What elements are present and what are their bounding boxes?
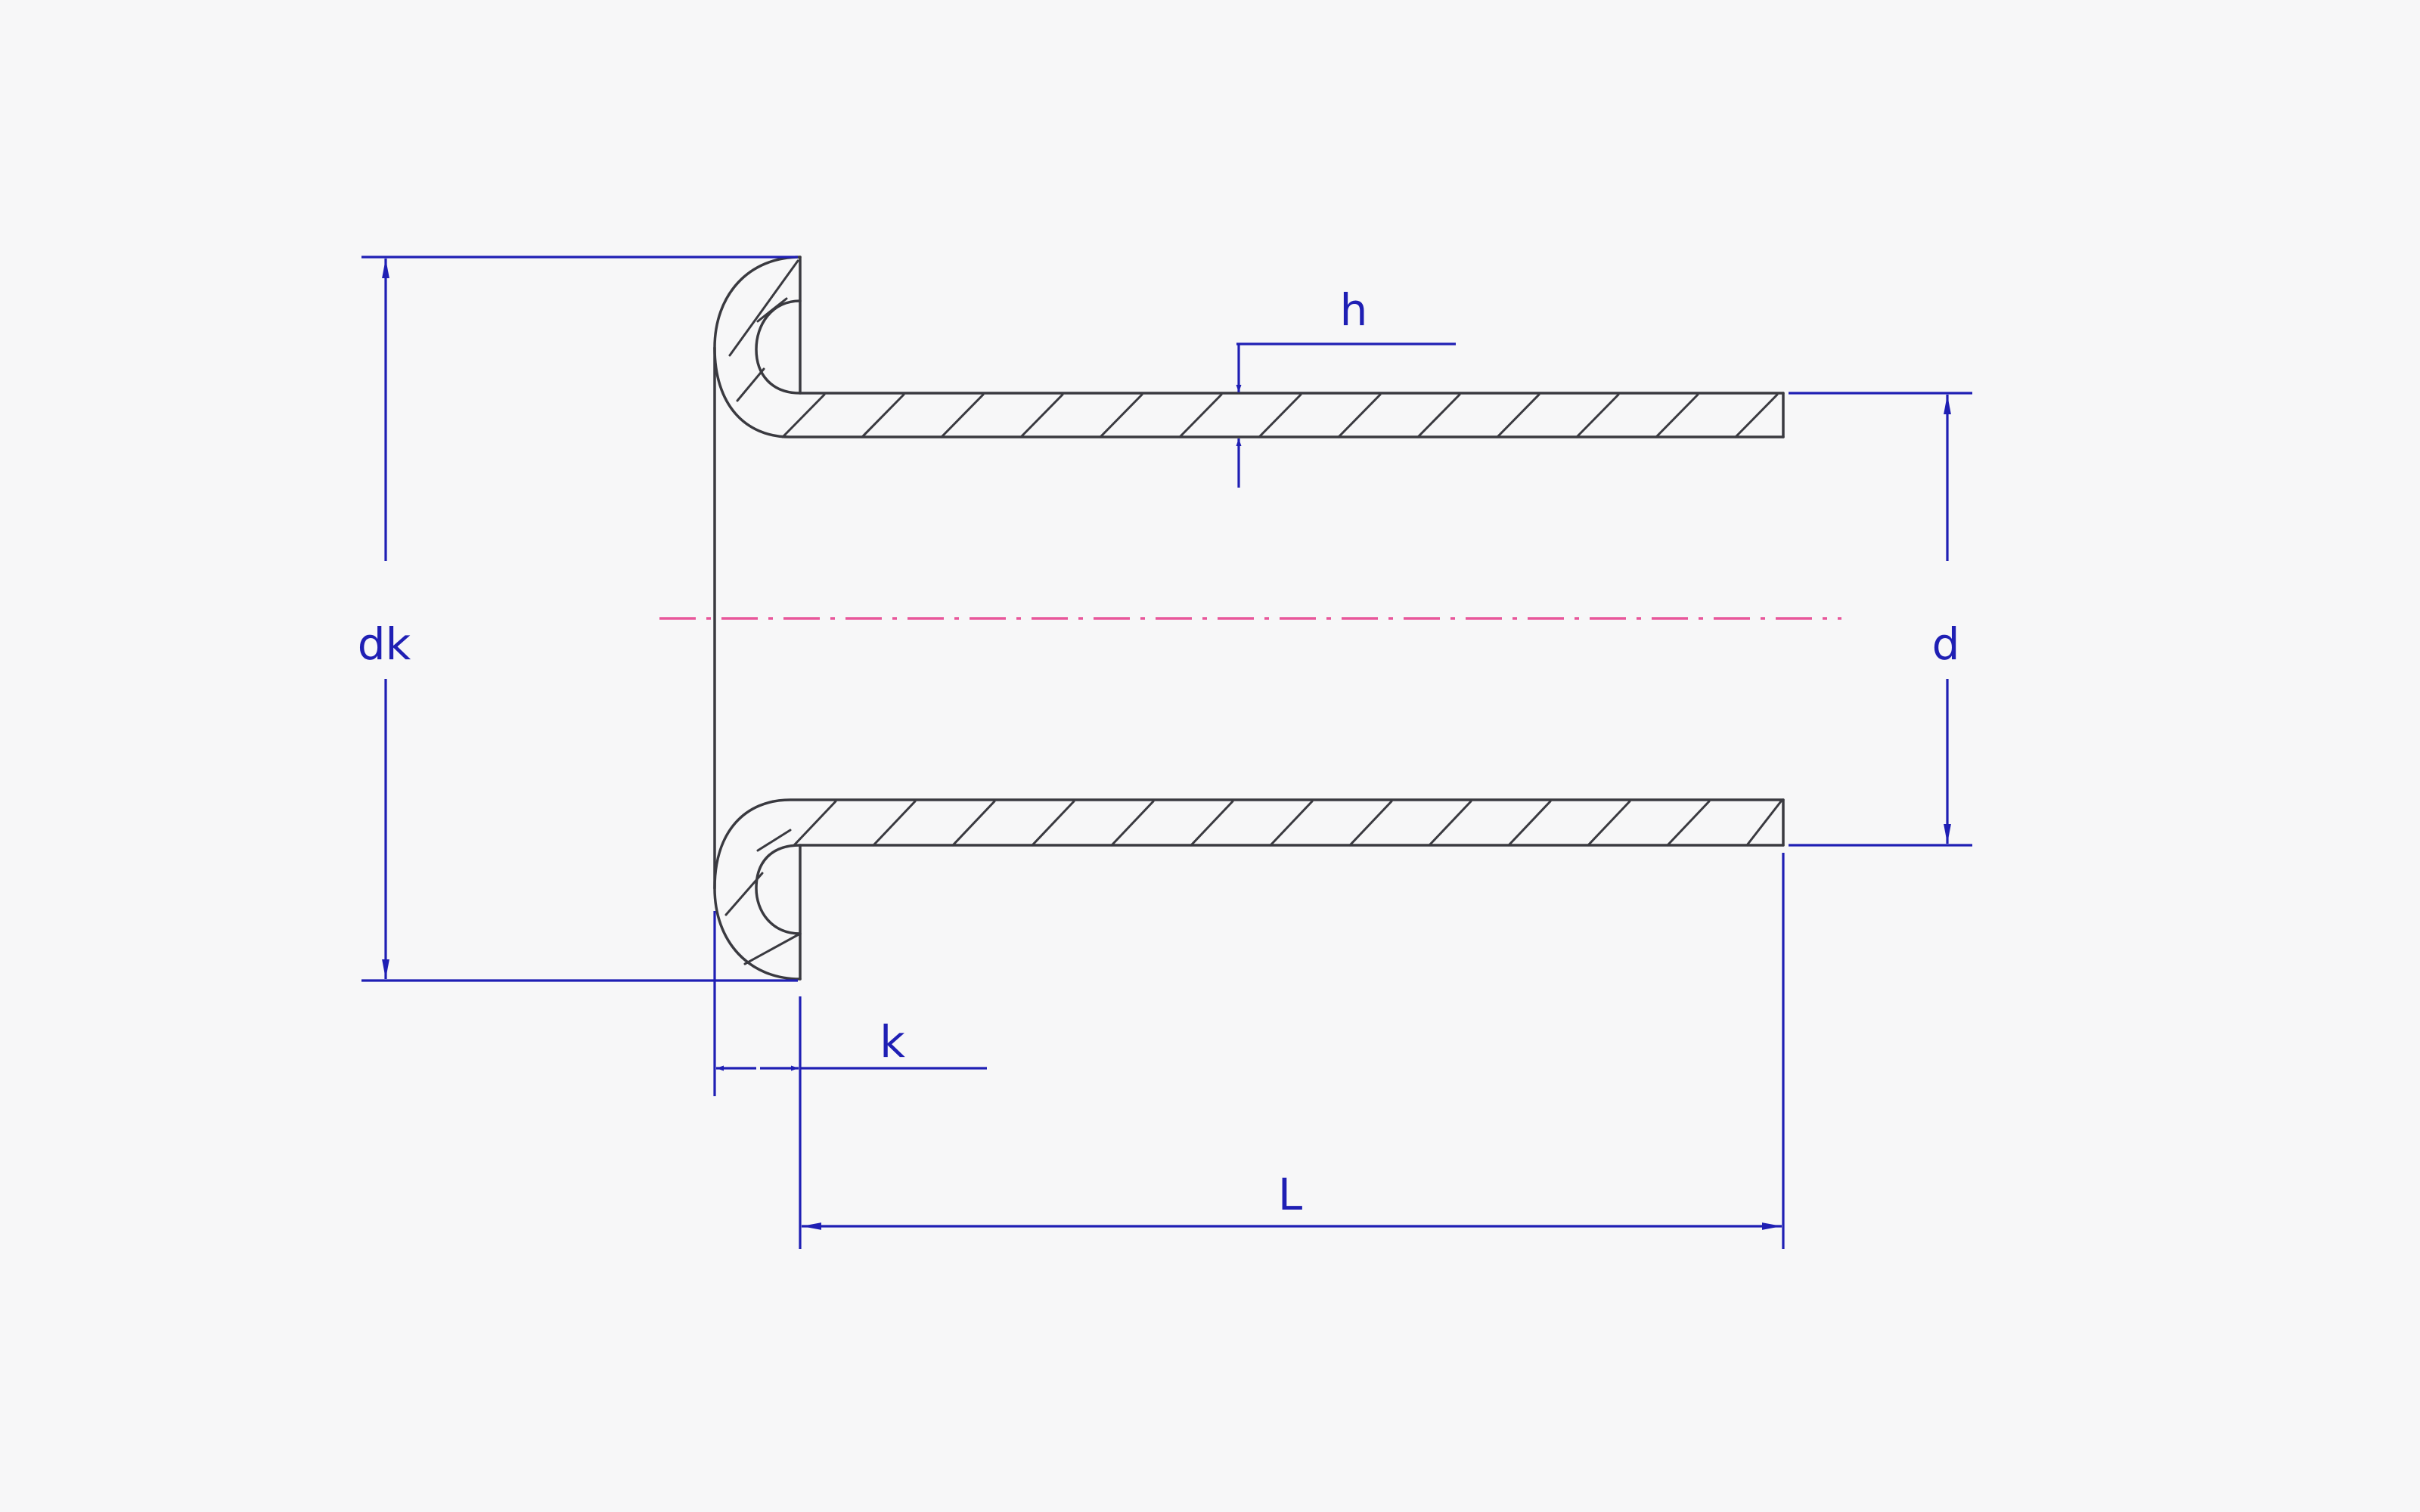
k-label: k xyxy=(880,1016,905,1067)
hatch-line-flange-top xyxy=(736,367,765,402)
hatch-line-bottom xyxy=(1587,800,1631,847)
dimension-d: d xyxy=(1789,392,1972,847)
d-label: d xyxy=(1932,618,1960,670)
hatch-line-top xyxy=(1496,393,1540,438)
hatch-line-top xyxy=(1337,393,1382,438)
top-flange-inner-curl xyxy=(755,299,1785,395)
hatch-line-flange-top xyxy=(728,259,799,357)
hatch-line-bottom xyxy=(1269,800,1314,847)
hatch-line-top xyxy=(1019,393,1064,438)
hatch-line-top xyxy=(781,393,826,438)
L-label: L xyxy=(1278,1169,1302,1220)
top-flange-outer-curl xyxy=(713,256,1785,438)
hatch-line-top xyxy=(1734,393,1779,438)
hatch-line-bottom xyxy=(1110,800,1155,847)
dimension-k: k xyxy=(713,911,987,1249)
hatch-line-bottom xyxy=(1507,800,1552,847)
hatch-line-top xyxy=(1178,393,1223,438)
hatch-line-top xyxy=(861,393,905,438)
dk-label: dk xyxy=(358,618,411,670)
hatch-line-bottom xyxy=(1666,800,1711,847)
hatch-line-bottom xyxy=(951,800,996,847)
hatch-line-bottom xyxy=(1745,800,1782,847)
bottom-flange-inner-curl xyxy=(755,844,1785,935)
hatch-line-flange-bottom xyxy=(724,872,764,916)
hatch-line-bottom xyxy=(1348,800,1393,847)
hatch-line-top xyxy=(1258,393,1302,438)
hatch-line-top xyxy=(1655,393,1699,438)
dimension-h: h xyxy=(1236,284,1456,488)
bottom-flange-outer-curl xyxy=(713,798,1785,981)
hatch-line-bottom xyxy=(872,800,917,847)
eyelet-body xyxy=(713,256,1785,981)
dimension-L: L xyxy=(802,853,1785,1249)
h-label: h xyxy=(1340,284,1368,336)
hatch-line-top xyxy=(940,393,985,438)
section-hatching xyxy=(724,259,1782,965)
hatch-line-bottom xyxy=(793,800,837,847)
hatch-line-top xyxy=(1099,393,1143,438)
dimension-dk: dk xyxy=(358,256,798,982)
hatch-line-top xyxy=(1416,393,1461,438)
hatch-line-flange-top xyxy=(756,297,788,323)
hatch-line-bottom xyxy=(1190,800,1234,847)
hatch-line-top xyxy=(1575,393,1620,438)
hatch-line-flange-bottom xyxy=(756,829,792,852)
hatch-line-bottom xyxy=(1031,800,1075,847)
hatch-line-flange-bottom xyxy=(743,932,802,965)
hatch-line-bottom xyxy=(1428,800,1472,847)
